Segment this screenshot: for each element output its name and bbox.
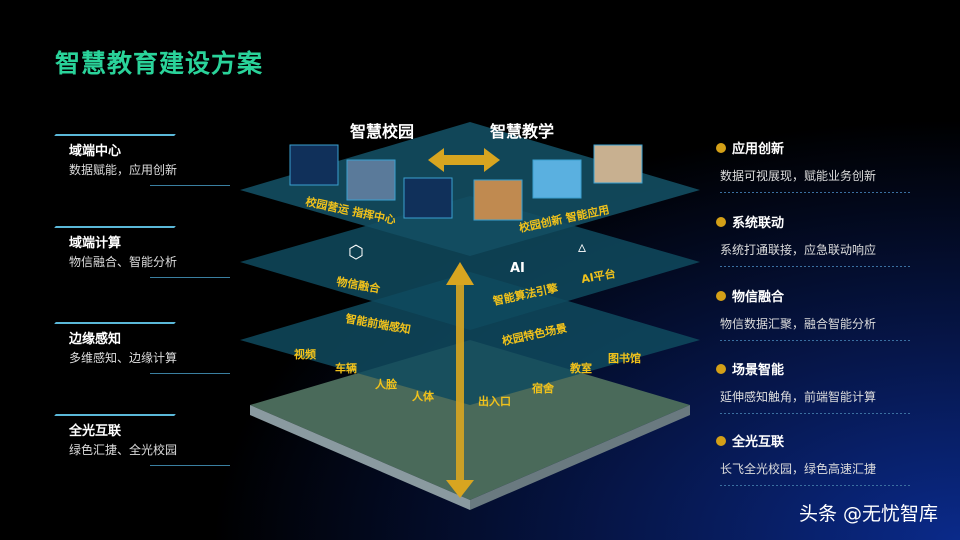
left-item-title: 域端中心 — [69, 144, 122, 159]
right-item-title: 应用创新 — [732, 142, 785, 157]
left-item: 域端计算物信融合、智能分析 — [54, 226, 230, 278]
right-item-title: 场景智能 — [732, 363, 785, 378]
label-vehicle: 车辆 — [335, 361, 357, 375]
right-item-desc: 物信数据汇聚，融合智能分析 — [720, 317, 877, 331]
ai-platform-icon: ▵ — [578, 237, 586, 256]
right-item-title: 全光互联 — [732, 435, 785, 450]
label-body: 人体 — [412, 389, 435, 403]
bullet-icon — [716, 290, 726, 301]
right-item: 场景智能延伸感知触角，前端智能计算 — [716, 359, 910, 414]
right-item-title: 物信融合 — [732, 290, 785, 305]
bullet-icon — [716, 363, 726, 374]
label-library: 图书馆 — [608, 351, 641, 365]
right-item-title: 系统联动 — [732, 216, 785, 231]
campus-base — [250, 340, 690, 500]
label-classroom: 教室 — [569, 361, 592, 375]
right-item: 物信融合物信数据汇聚，融合智能分析 — [716, 286, 910, 341]
left-item-title: 域端计算 — [69, 236, 122, 251]
network-icon: ⬡ — [348, 242, 364, 263]
right-item-desc: 延伸感知触角，前端智能计算 — [720, 390, 877, 404]
layer-edge-sensing — [240, 272, 700, 405]
label-smart-teaching: 智慧教学 — [490, 122, 554, 141]
double-arrow-icon — [428, 148, 500, 172]
watermark: 头条 @无忧智库 — [798, 503, 938, 525]
right-item-desc: 长飞全光校园，绿色高速汇捷 — [720, 462, 877, 476]
right-item: 系统联动系统打通联接，应急联动响应 — [716, 212, 910, 267]
right-item-desc: 数据可视展现，赋能业务创新 — [720, 169, 877, 183]
layer-center — [240, 122, 700, 256]
label-smart-campus: 智慧校园 — [350, 122, 414, 141]
label-face: 人脸 — [375, 377, 398, 391]
left-item: 全光互联绿色汇捷、全光校园 — [54, 414, 230, 466]
left-item-desc: 数据赋能，应用创新 — [69, 163, 178, 177]
left-item: 域端中心数据赋能，应用创新 — [54, 134, 230, 186]
right-item: 应用创新数据可视展现，赋能业务创新 — [716, 138, 910, 193]
right-item: 全光互联长飞全光校园，绿色高速汇捷 — [716, 431, 910, 486]
left-item-desc: 物信融合、智能分析 — [69, 255, 178, 269]
left-item: 边缘感知多维感知、边缘计算 — [54, 322, 230, 374]
left-item-title: 全光互联 — [69, 424, 122, 439]
bullet-icon — [716, 435, 726, 446]
label-ai-platform: AI平台 — [580, 266, 617, 286]
label-entrance: 出入口 — [478, 394, 511, 408]
left-item-title: 边缘感知 — [69, 332, 122, 347]
up-arrow-icon — [456, 280, 464, 490]
label-dorm: 宿舍 — [532, 381, 555, 395]
right-item-desc: 系统打通联接，应急联动响应 — [720, 243, 877, 257]
bullet-icon — [716, 142, 726, 153]
page-title: 智慧教育建设方案 — [55, 49, 264, 78]
label-video: 视频 — [294, 347, 316, 361]
left-item-desc: 绿色汇捷、全光校园 — [69, 443, 178, 457]
left-item-desc: 多维感知、边缘计算 — [69, 351, 178, 365]
ai-head-icon: AI — [510, 261, 525, 276]
layer-edge-compute — [240, 196, 700, 330]
bullet-icon — [716, 216, 726, 227]
